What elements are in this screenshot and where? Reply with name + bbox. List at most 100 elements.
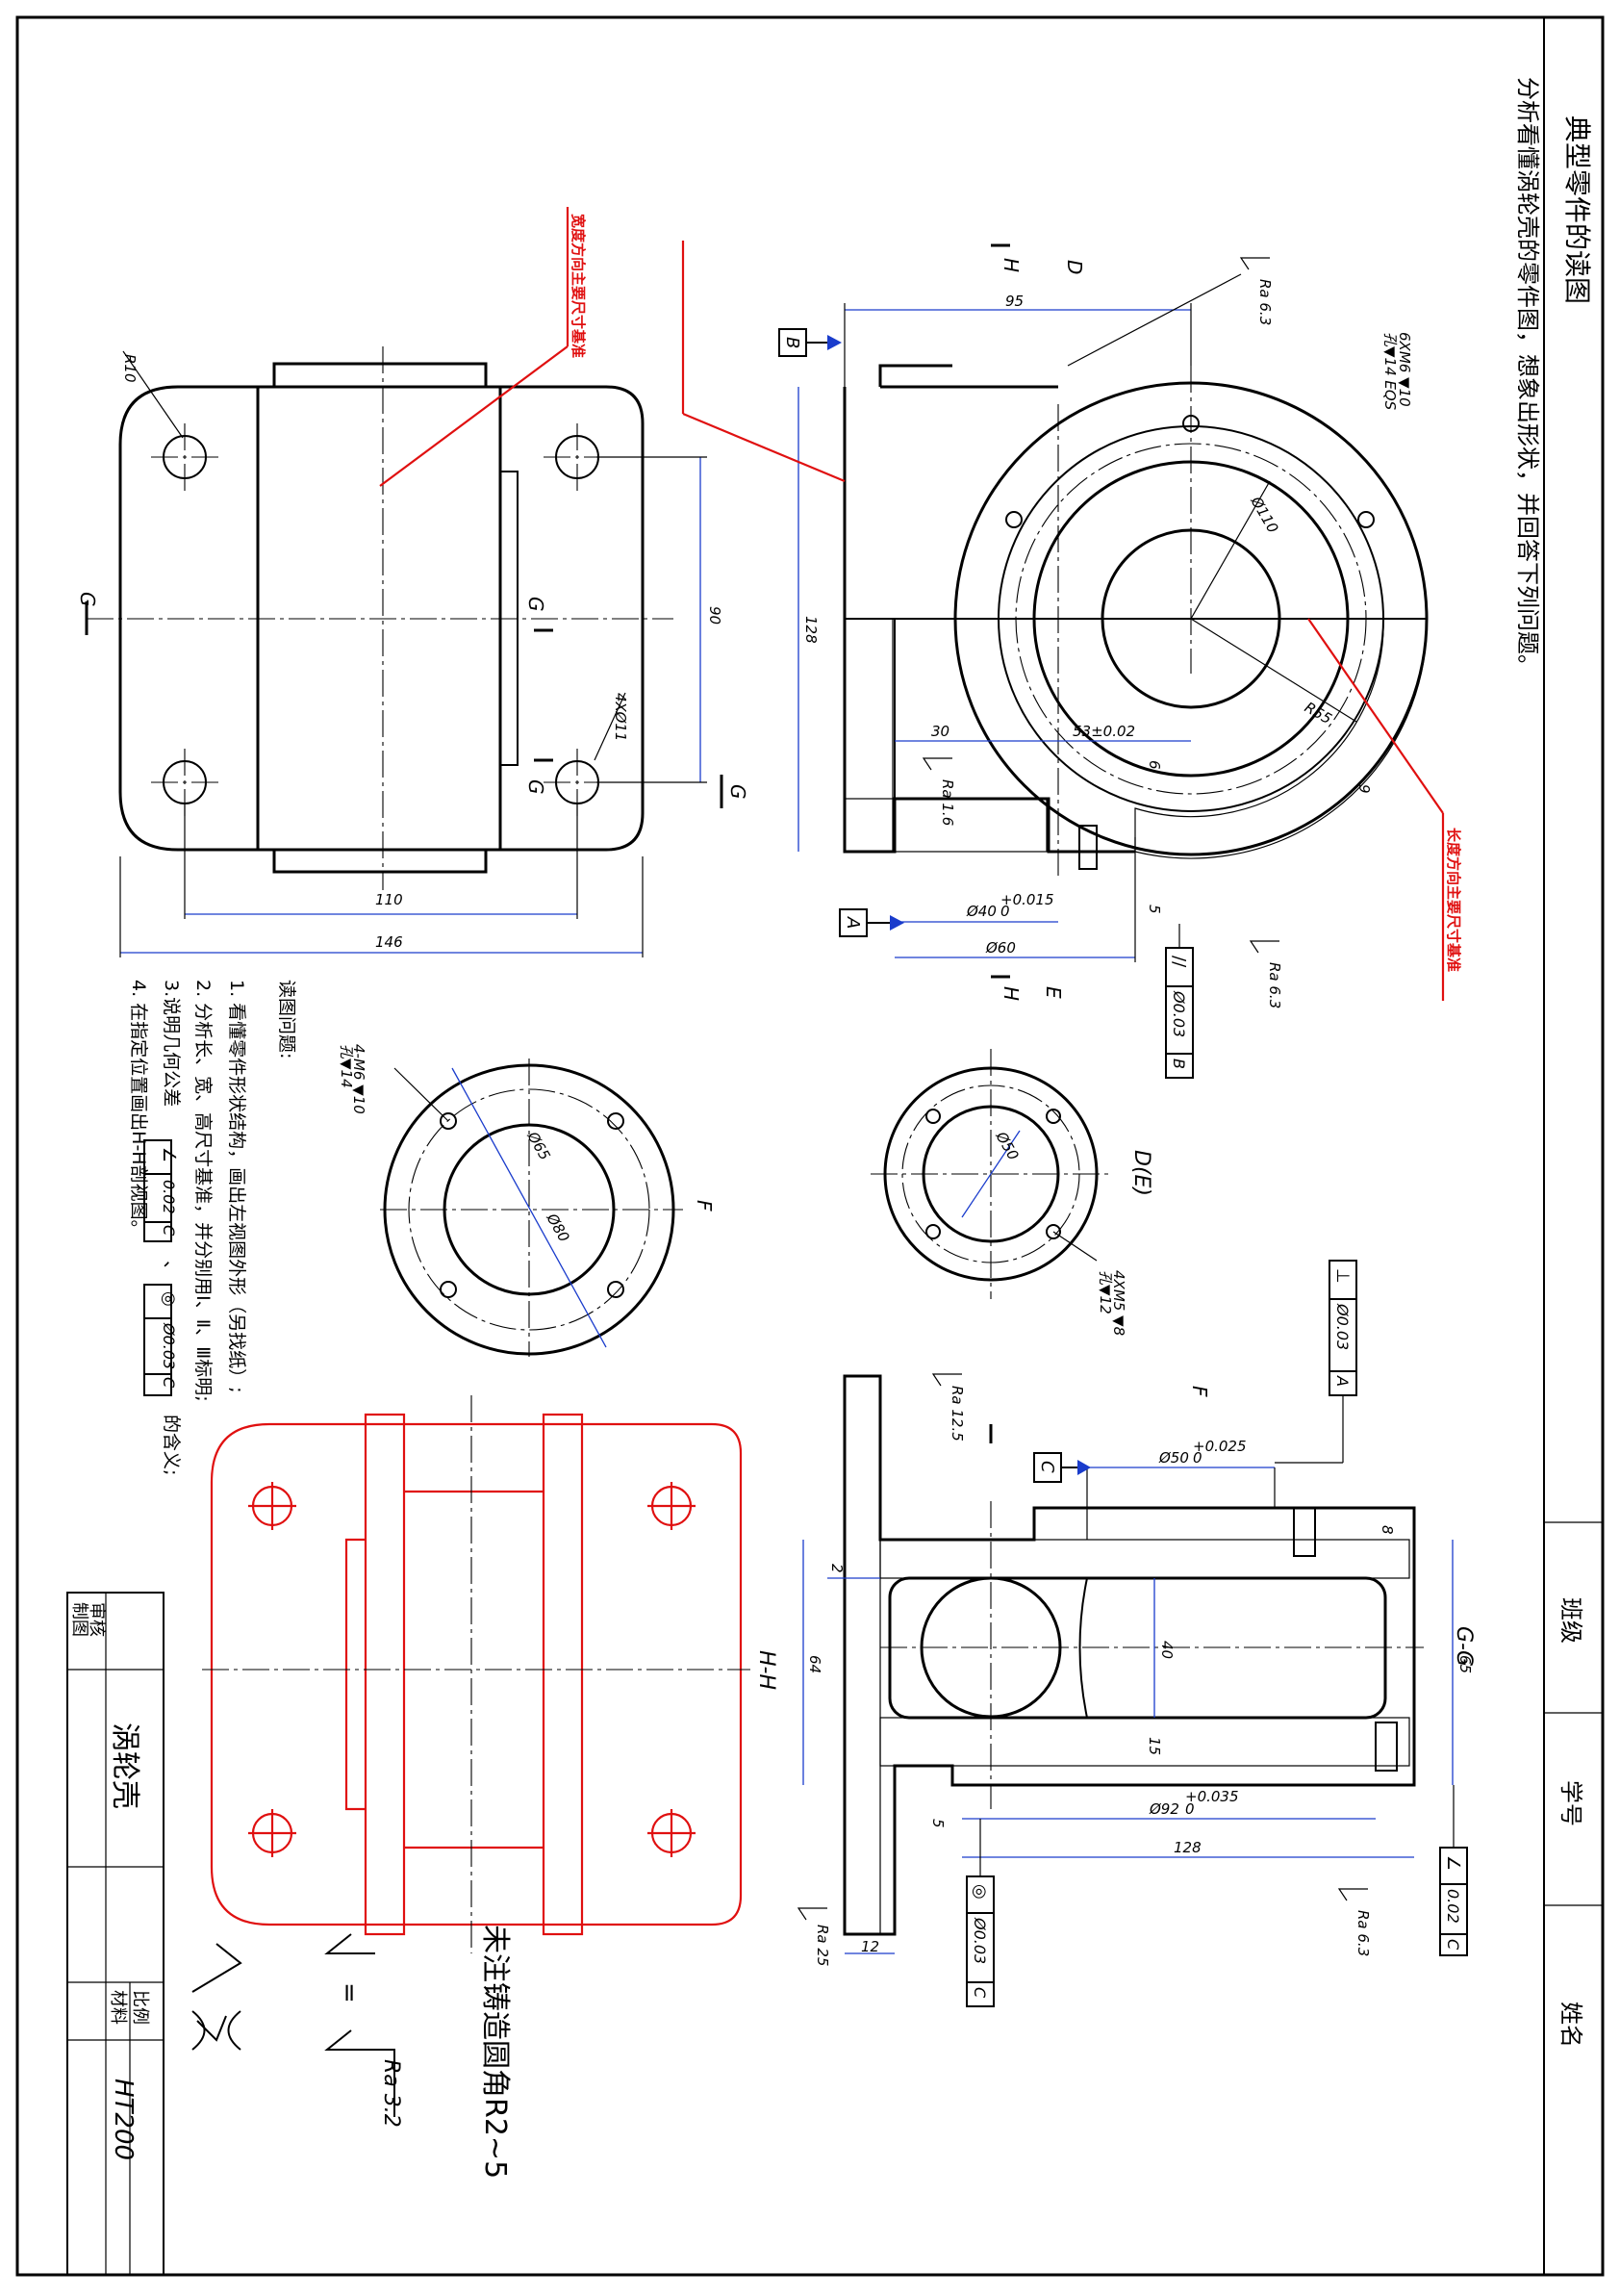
par-sym: //: [1169, 956, 1189, 968]
question-3-suffix: 的含义;: [161, 1415, 182, 1475]
dim-12: 12: [861, 1938, 879, 1955]
length-datum-line-b: [682, 412, 846, 483]
scale-label: 比例: [130, 1990, 150, 2025]
name-field: 姓名: [1557, 2002, 1584, 2048]
thread-4m6: 4-M6 ▼10: [350, 1044, 367, 1114]
dim-110: 110: [375, 891, 403, 908]
svg-text:◎: ◎: [159, 1291, 179, 1307]
thread-4m5-b: 孔▼12: [1097, 1270, 1114, 1314]
label-f-dir: F: [1188, 1386, 1211, 1397]
svg-text:∠: ∠: [159, 1147, 179, 1162]
datum-b: B: [782, 337, 802, 348]
title-block: [66, 1592, 165, 2276]
front-view: [778, 243, 1429, 1079]
dim-90: 90: [706, 606, 723, 625]
student-no-field: 学号: [1557, 1780, 1584, 1826]
dim-40-tol: +0.015: [1000, 891, 1054, 908]
svg-text:C: C: [160, 1377, 178, 1389]
rough-ra125: Ra 12.5: [949, 1386, 966, 1441]
svg-text:0.02: 0.02: [160, 1180, 178, 1214]
questions-heading: 读图问题:: [276, 980, 297, 1059]
rough-ra63-b: Ra 6.3: [1266, 962, 1283, 1008]
dim-64: 64: [806, 1655, 823, 1673]
label-g-right: G: [726, 784, 749, 800]
label-d: D: [1063, 260, 1086, 274]
dim-d92: Ø92: [1149, 1800, 1179, 1818]
hh-section: [202, 1395, 750, 1953]
svg-text:C: C: [160, 1225, 178, 1237]
thread-4m5: 4XM5 ▼8: [1110, 1270, 1127, 1336]
rough-ra16: Ra 1.6: [939, 779, 956, 826]
roughness-eq: =: [335, 1982, 364, 2003]
dim-95: 95: [1005, 293, 1024, 310]
width-datum-leader: [379, 345, 569, 487]
datum-a: A: [843, 916, 863, 929]
material-label: 材料: [108, 1990, 128, 2025]
length-datum-leader: [1307, 618, 1444, 814]
dim-65: 65: [1456, 1655, 1474, 1673]
dim-60: Ø60: [985, 939, 1016, 957]
sheet-subtitle: 分析看懂涡轮壳的零件图，想象出形状，并回答下列问题。: [1514, 77, 1541, 677]
label-h-top: H: [1000, 258, 1023, 272]
dim-30: 30: [931, 723, 949, 740]
conc-val: Ø0.03: [971, 1917, 989, 1964]
rough-ra63-c: Ra 6.3: [1354, 1910, 1372, 1956]
sheet-border: [15, 15, 1605, 2277]
sheet-title: 典型零件的读图: [1561, 115, 1593, 304]
label-de-view: D(E): [1129, 1150, 1153, 1196]
dim-5b: 5: [929, 1819, 947, 1828]
datum-c: C: [1037, 1461, 1057, 1473]
q3-frame-angularity: ∠ 0.02 C: [143, 1139, 179, 1242]
label-e: E: [1042, 986, 1065, 999]
label-f-view: F: [693, 1200, 716, 1212]
checker-label: 审核: [87, 1602, 107, 1637]
dim-d50-tol: +0.025: [1193, 1438, 1247, 1455]
dim-d92-tol0: 0: [1185, 1800, 1195, 1818]
dim-128-gg: 128: [1174, 1839, 1202, 1856]
rough-ra63-a: Ra 6.3: [1256, 279, 1274, 325]
dim-d50-gg: Ø50: [1158, 1449, 1189, 1467]
dim-r10: R10: [121, 354, 139, 383]
dim-d65: Ø65: [523, 1128, 554, 1163]
dim-6: 6: [1146, 760, 1163, 770]
rough-ra25: Ra 25: [814, 1925, 831, 1966]
dim-40-gg: 40: [1158, 1641, 1176, 1659]
perp-sym: ⊥: [1332, 1268, 1353, 1284]
material-value: HT200: [109, 2079, 138, 2160]
question-1: 1. 看懂零件形状结构，画出左视图外形（另找纸）;: [226, 980, 247, 1393]
label-gg-view: G-G: [1452, 1626, 1476, 1667]
dim-128: 128: [802, 616, 820, 644]
label-g-low: G: [524, 779, 547, 795]
drafter-label: 制图: [69, 1602, 89, 1637]
dim-8: 8: [1379, 1525, 1396, 1535]
thread-4m6-b: 孔▼14: [338, 1044, 355, 1088]
perp-val: Ø0.03: [1333, 1303, 1352, 1350]
dim-5: 5: [1146, 905, 1163, 914]
question-3-prefix: 3.说明几何公差: [161, 980, 182, 1107]
de-view: [871, 1049, 1111, 1299]
roughness-ra32: Ra 3.2: [379, 2059, 403, 2128]
label-hh-view: H-H: [754, 1650, 778, 1690]
gg-section: [797, 1373, 1468, 2007]
question-4: 4. 在指定位置画出H-H剖视图。: [128, 980, 149, 1238]
conc-datum: C: [971, 1987, 989, 1999]
dim-53: 53±0.02: [1073, 723, 1135, 740]
top-view: [85, 346, 723, 957]
f-view: [380, 1059, 683, 1357]
perp-frame: [1275, 1260, 1357, 1464]
dim-d92-tol: +0.035: [1185, 1788, 1239, 1805]
part-name: 涡轮壳: [108, 1722, 141, 1809]
perp-datum: A: [1333, 1375, 1352, 1387]
dim-d110: Ø110: [1247, 493, 1281, 536]
length-datum-text: 长度方向主要尺寸基准: [1445, 828, 1462, 972]
conc-sym: ◎: [970, 1884, 990, 1900]
q3-frame-concentricity: ◎ Ø0.03 C: [143, 1284, 179, 1396]
ang-sym: ∠: [1443, 1855, 1463, 1871]
dim-9: 9: [1355, 784, 1373, 794]
dim-2: 2: [828, 1564, 846, 1573]
question-2: 2. 分析长、宽、高尺寸基准，并分别用Ⅰ、Ⅱ、Ⅲ标明;: [192, 980, 214, 1402]
dim-d50-tol0: 0: [1193, 1449, 1202, 1467]
label-g-mid: G: [524, 597, 547, 612]
